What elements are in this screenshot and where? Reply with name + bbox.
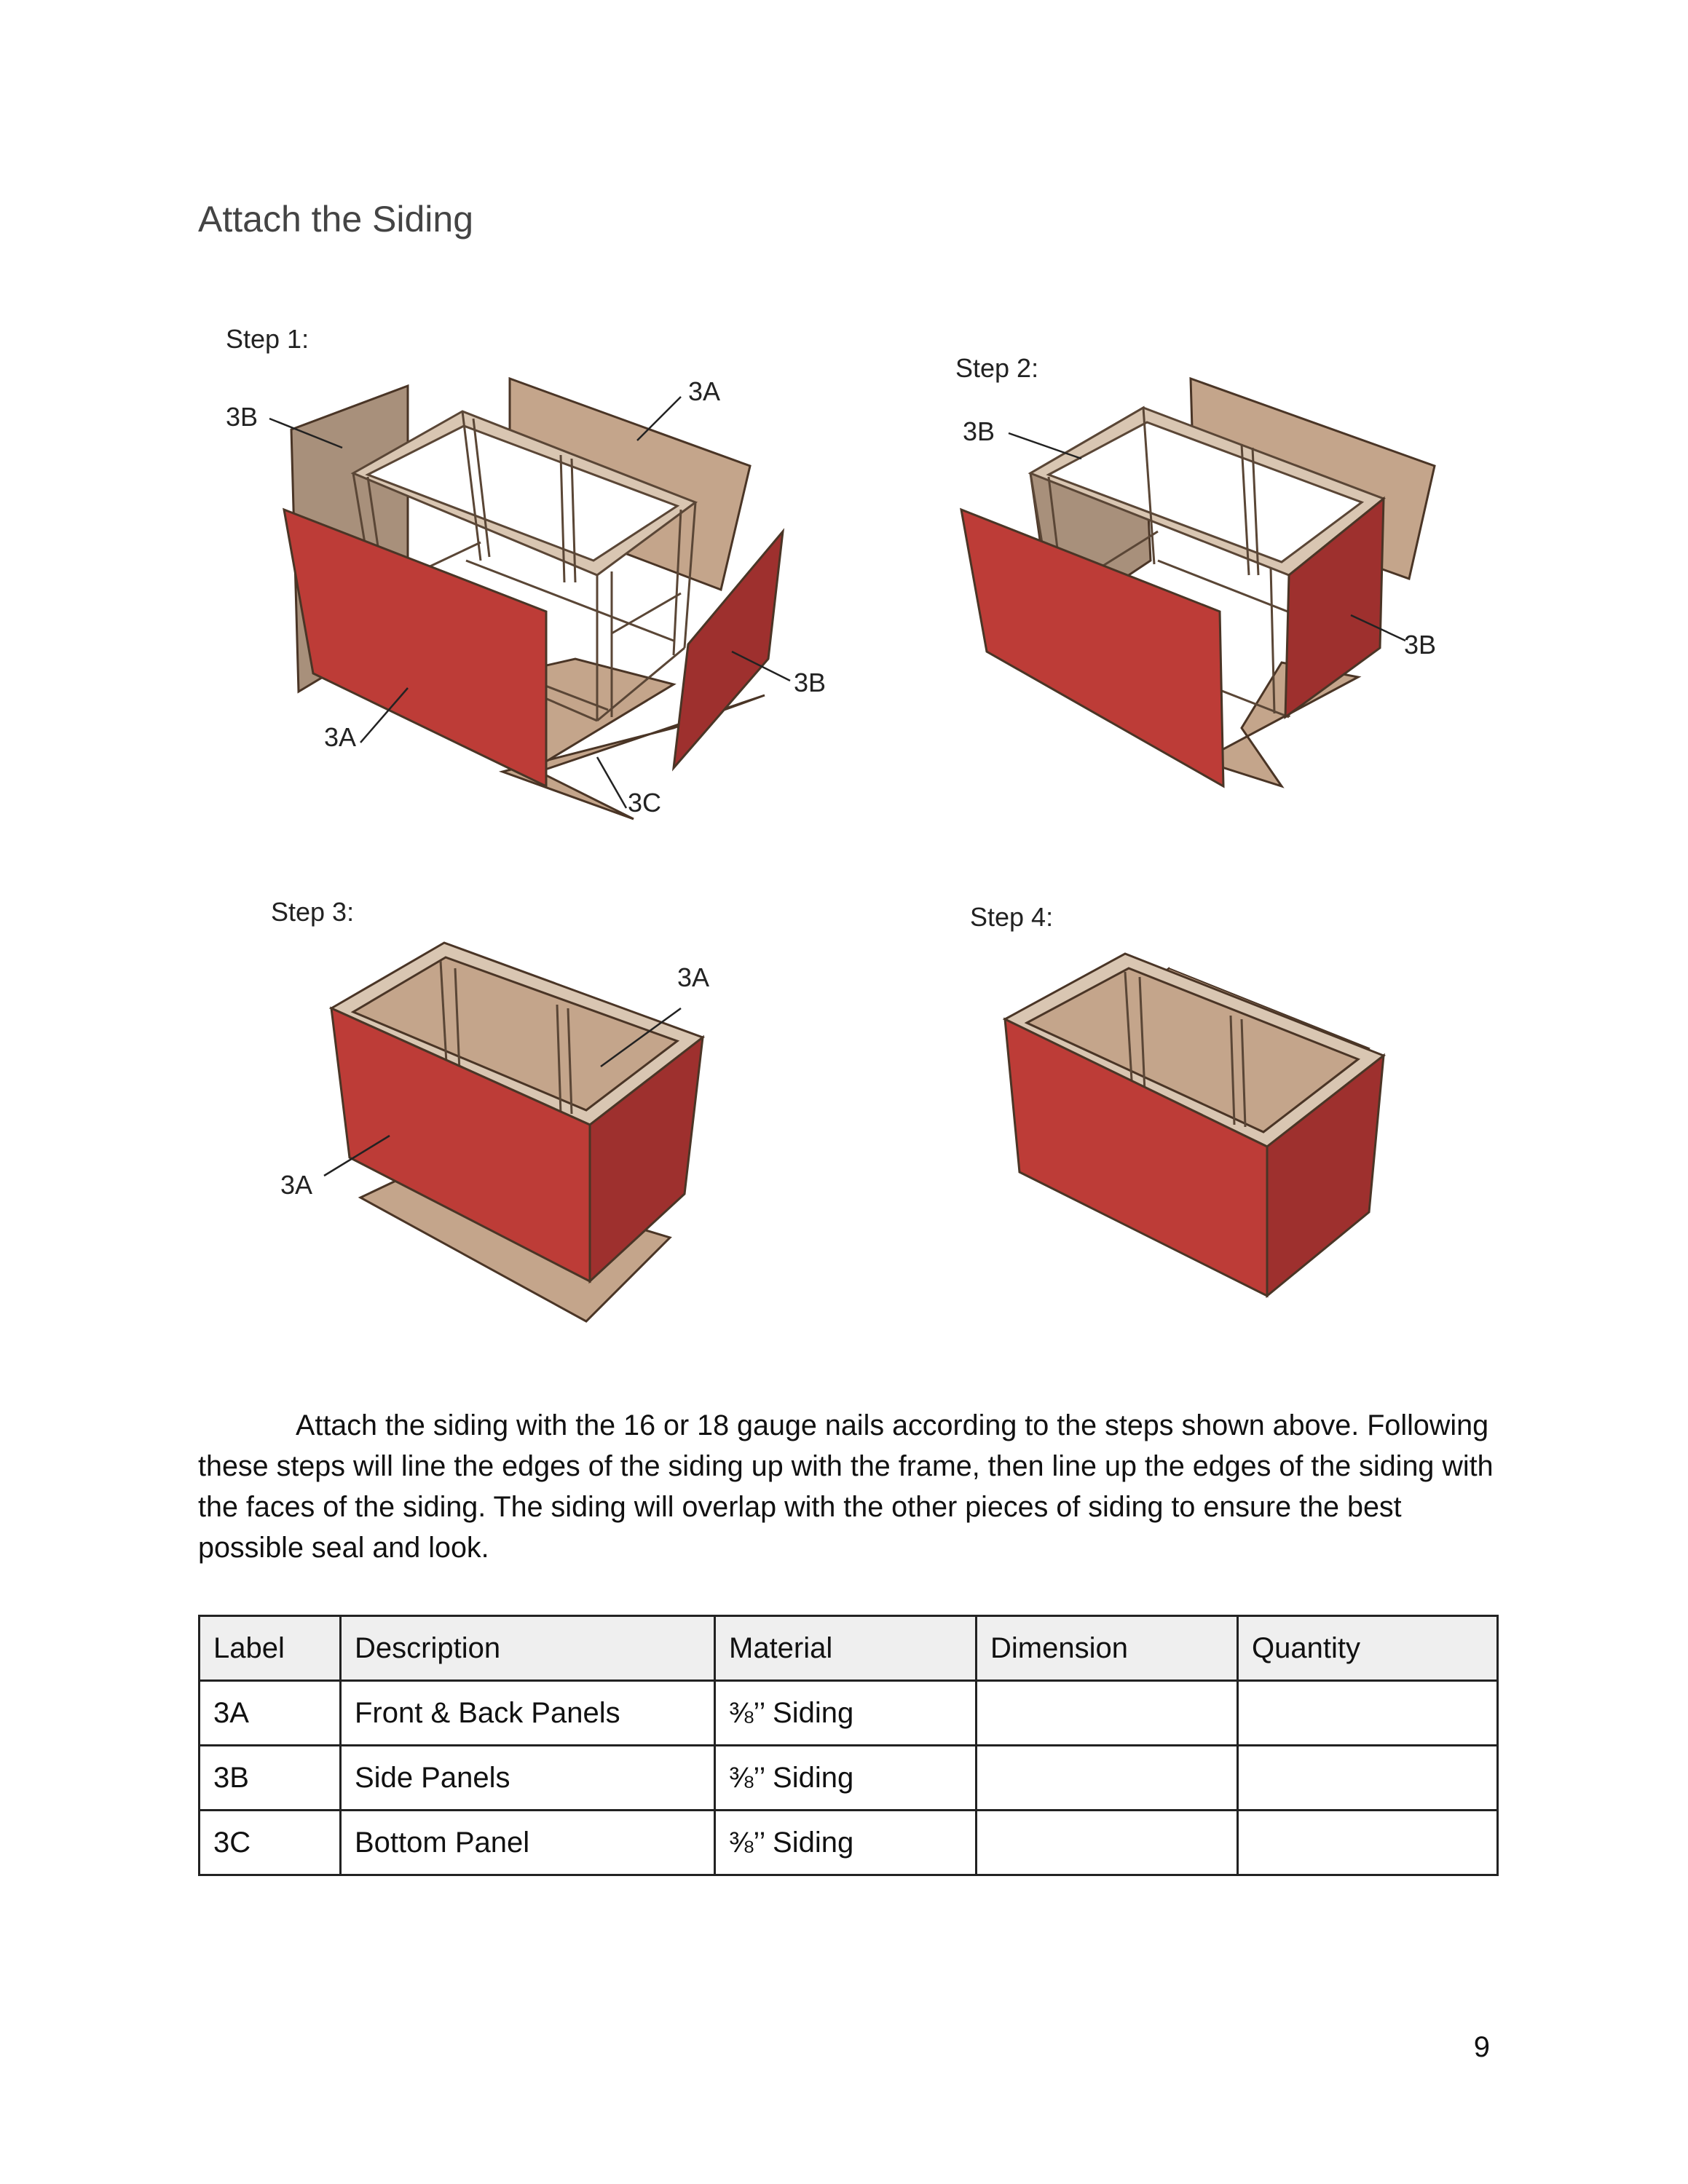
- step-2-label: Step 2:: [955, 353, 1038, 383]
- column-header-material: Material: [714, 1615, 977, 1682]
- assembly-diagram: Step 1:: [226, 324, 1436, 1323]
- table-row: 3A Front & Back Panels ⅜’’ Siding: [198, 1679, 1499, 1746]
- cell-material: ⅜’’ Siding: [714, 1809, 977, 1876]
- step-2-figure: Step 2: 3B 3B: [955, 353, 1436, 788]
- callout-3a: 3A: [677, 962, 709, 992]
- cell-description: Front & Back Panels: [339, 1679, 716, 1746]
- cell-dimension: [975, 1809, 1239, 1876]
- step-4-label: Step 4:: [970, 902, 1053, 932]
- cell-description: Side Panels: [339, 1744, 716, 1811]
- box-frame: [350, 410, 698, 722]
- right-side-panel: [1266, 1053, 1385, 1299]
- cell-label: 3C: [198, 1809, 342, 1876]
- cell-dimension: [975, 1679, 1239, 1746]
- column-header-quantity: Quantity: [1237, 1615, 1499, 1682]
- cell-label: 3A: [198, 1679, 342, 1746]
- cell-label: 3B: [198, 1744, 342, 1811]
- right-side-panel: [588, 1034, 704, 1284]
- cell-dimension: [975, 1744, 1239, 1811]
- callout-3a: 3A: [324, 722, 356, 752]
- step-3-label: Step 3:: [271, 897, 354, 927]
- callout-3c: 3C: [628, 788, 661, 818]
- cell-material: ⅜’’ Siding: [714, 1744, 977, 1811]
- callout-3b: 3B: [1404, 630, 1436, 660]
- callout-3b: 3B: [963, 416, 995, 446]
- page-title: Attach the Siding: [198, 199, 474, 240]
- front-panel: [960, 507, 1225, 788]
- instruction-paragraph: Attach the siding with the 16 or 18 gaug…: [198, 1405, 1502, 1568]
- callout-3b: 3B: [226, 402, 258, 432]
- callout-3b: 3B: [794, 668, 826, 697]
- right-side-panel-3b: [1284, 496, 1385, 720]
- instruction-text: Attach the siding with the 16 or 18 gaug…: [198, 1409, 1494, 1564]
- column-header-label: Label: [198, 1615, 342, 1682]
- step-1-label: Step 1:: [226, 324, 309, 354]
- column-header-dimension: Dimension: [975, 1615, 1239, 1682]
- table-header-row: Label Description Material Dimension Qua…: [198, 1615, 1499, 1682]
- step-3-figure: Step 3: 3A 3A: [271, 897, 709, 1323]
- callout-3a: 3A: [280, 1170, 312, 1200]
- cell-quantity: [1237, 1744, 1499, 1811]
- box-frame: [1028, 406, 1386, 719]
- front-panel-3a: [283, 507, 548, 788]
- column-header-description: Description: [339, 1615, 716, 1682]
- parts-table: Label Description Material Dimension Qua…: [198, 1615, 1499, 1876]
- page-number: 9: [1473, 2031, 1490, 2063]
- table-row: 3C Bottom Panel ⅜’’ Siding: [198, 1809, 1499, 1876]
- right-side-panel-3b: [671, 528, 785, 772]
- step-4-figure: Step 4:: [970, 902, 1386, 1299]
- cell-quantity: [1237, 1809, 1499, 1876]
- cell-description: Bottom Panel: [339, 1809, 716, 1876]
- step-1-figure: Step 1:: [226, 324, 826, 820]
- callout-3a: 3A: [688, 376, 720, 406]
- cell-quantity: [1237, 1679, 1499, 1746]
- table-row: 3B Side Panels ⅜’’ Siding: [198, 1744, 1499, 1811]
- cell-material: ⅜’’ Siding: [714, 1679, 977, 1746]
